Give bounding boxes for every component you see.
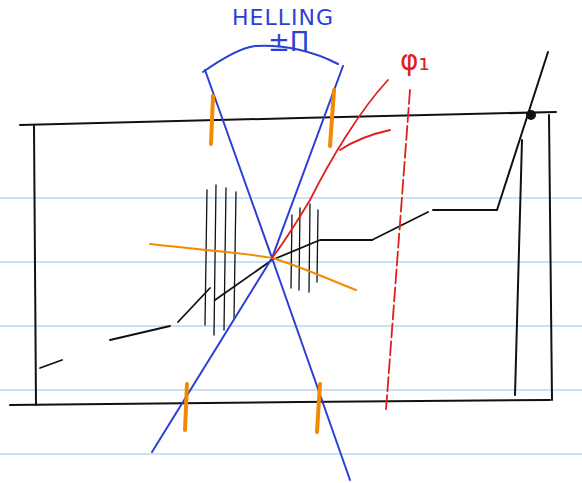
- angle-marker: [272, 80, 410, 410]
- paper-rules: [0, 198, 582, 454]
- annotation-text: HELLING: [232, 6, 334, 30]
- pivot-rod: [433, 52, 548, 210]
- slope-lines: [152, 46, 350, 480]
- outer-frame: [10, 112, 556, 405]
- annotation-text: ±Π: [268, 28, 309, 57]
- angle-label: φ₁: [400, 46, 430, 77]
- hatching: [205, 185, 318, 335]
- orange-marks: [150, 90, 356, 432]
